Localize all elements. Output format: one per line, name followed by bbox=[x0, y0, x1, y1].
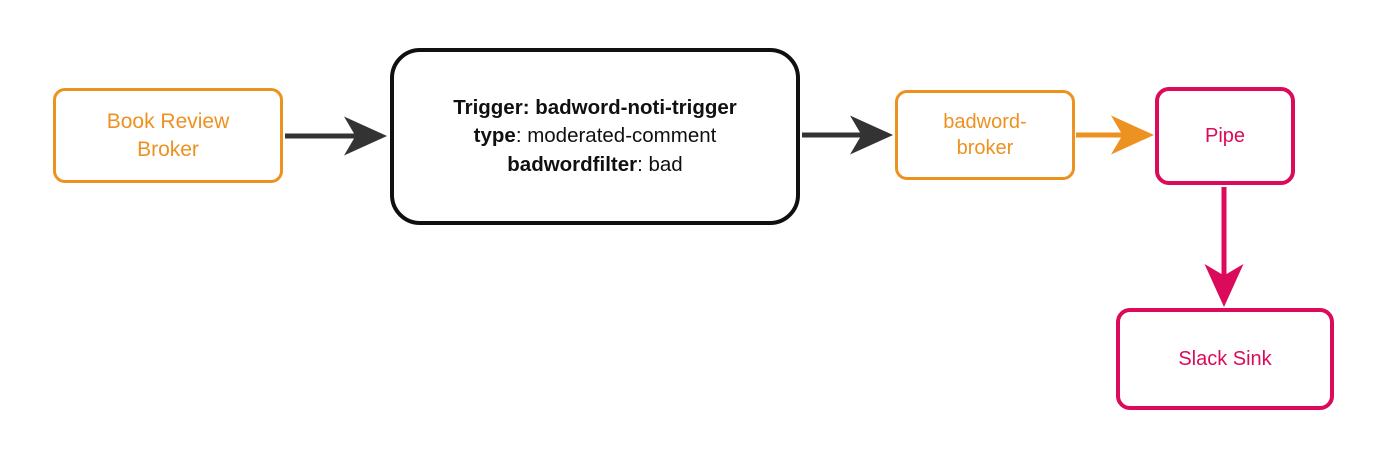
trigger-line-name: Trigger: badword-noti-trigger bbox=[453, 95, 737, 122]
node-trigger[interactable]: Trigger: badword-noti-trigger type: mode… bbox=[390, 48, 800, 225]
node-slack-sink[interactable]: Slack Sink bbox=[1116, 308, 1334, 410]
node-book-review-broker[interactable]: Book Review Broker bbox=[53, 88, 283, 183]
node-book-review-broker-label: Book Review Broker bbox=[106, 110, 230, 161]
trigger-line-type: type: moderated-comment bbox=[474, 123, 717, 150]
node-pipe[interactable]: Pipe bbox=[1155, 87, 1295, 185]
trigger-line-type-value: : moderated-comment bbox=[515, 124, 717, 148]
trigger-line-badwordfilter-value: : bad bbox=[637, 152, 683, 176]
trigger-line-name-value: badword-noti-trigger bbox=[529, 95, 737, 119]
trigger-line-name-key: Trigger: bbox=[453, 95, 530, 119]
node-badword-broker[interactable]: badword- broker bbox=[895, 90, 1075, 180]
node-badword-broker-label: badword- broker bbox=[943, 111, 1027, 159]
trigger-line-badwordfilter-key: badwordfilter bbox=[507, 152, 638, 176]
node-slack-sink-label: Slack Sink bbox=[1178, 348, 1272, 370]
node-pipe-label: Pipe bbox=[1204, 125, 1246, 147]
trigger-line-type-key: type bbox=[473, 124, 516, 148]
trigger-line-badwordfilter: badwordfilter: bad bbox=[507, 152, 682, 179]
